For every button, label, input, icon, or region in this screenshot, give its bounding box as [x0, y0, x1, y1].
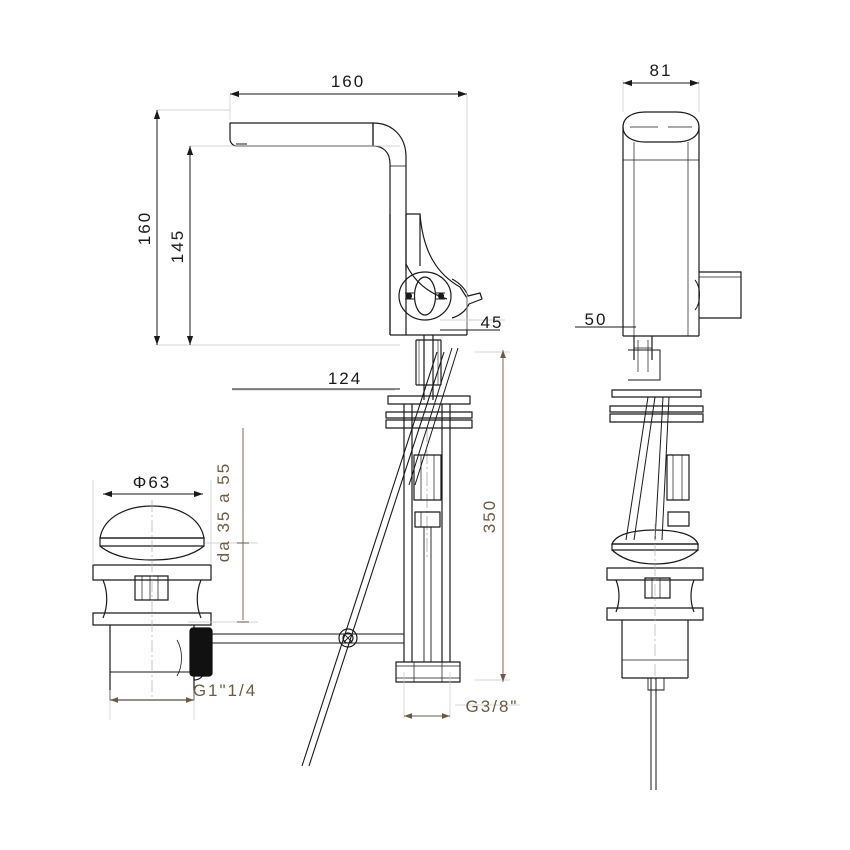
dimension-phi63: Φ63: [103, 473, 203, 498]
dimension-160-top: 160: [230, 72, 467, 98]
dimension-label-g38: G3/8": [466, 697, 519, 716]
dimension-label-160-top: 160: [331, 72, 365, 91]
front-elevation-view: [229, 122, 483, 767]
dimension-label-50: 50: [585, 310, 608, 329]
pop-up-waste-detail-view: [92, 500, 213, 701]
dimension-label-350: 350: [480, 499, 499, 533]
lift-rod-linkage: [301, 347, 459, 767]
dimension-350: 350: [480, 350, 506, 682]
pop-up-waste-right: [606, 524, 704, 790]
dimension-label-160-height: 160: [135, 211, 154, 245]
dimension-label-145: 145: [168, 229, 187, 263]
dimension-50: 50: [575, 310, 636, 329]
mounting-shank: [385, 335, 473, 683]
horizontal-pull-rod: [198, 628, 404, 648]
dimension-label-45: 45: [481, 313, 504, 332]
dimension-124: 124: [232, 369, 400, 390]
dimension-81: 81: [623, 61, 699, 87]
side-elevation-view: [609, 111, 742, 541]
faucet-handle: [398, 271, 483, 321]
dimension-g38: G3/8": [404, 697, 519, 719]
dimension-145-height: 145: [168, 146, 194, 345]
dimension-label-phi63: Φ63: [133, 473, 171, 492]
dimension-label-da35a55: da 35 a 55: [214, 462, 233, 562]
dimension-label-81: 81: [650, 61, 673, 80]
dimension-45: 45: [440, 313, 504, 332]
dimension-label-124: 124: [328, 369, 362, 388]
dimension-basin-thickness: da 35 a 55: [214, 428, 249, 623]
dimension-160-height: 160: [135, 110, 161, 345]
dimension-g114: G1"1/4: [110, 681, 257, 703]
dimension-label-g114: G1"1/4: [193, 681, 257, 700]
faucet-body: [389, 213, 468, 336]
